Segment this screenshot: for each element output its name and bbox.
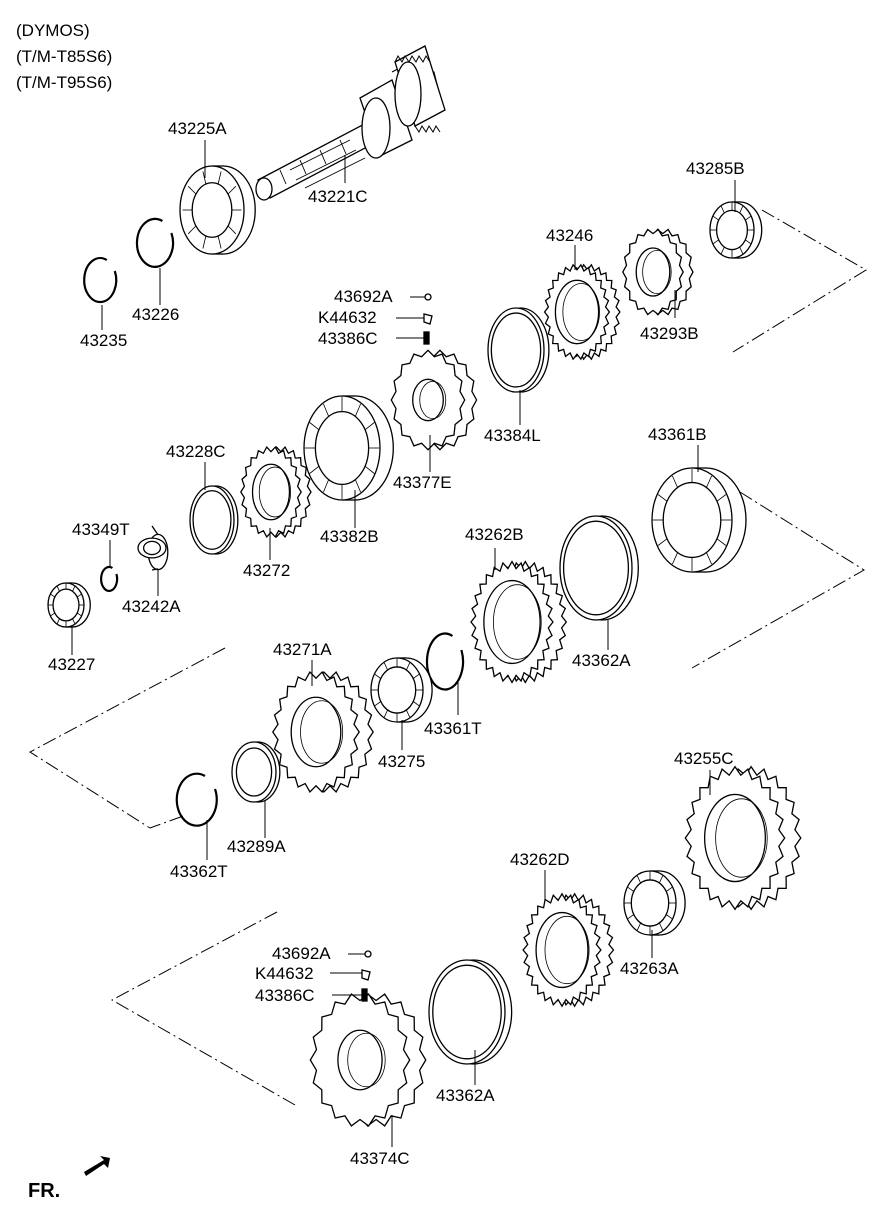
label-43386C-top: 43386C <box>318 329 378 348</box>
snap-ring-43226 <box>135 217 175 268</box>
synchro-43272 <box>240 445 312 539</box>
snap-ring-43362T <box>175 772 218 827</box>
label-43275: 43275 <box>378 752 426 771</box>
label-43349T: 43349T <box>72 520 130 539</box>
hub-43377E <box>390 349 478 451</box>
bearing-43263A <box>623 870 686 936</box>
label-43235: 43235 <box>80 331 128 350</box>
label-43293B: 43293B <box>640 324 699 343</box>
snap-ring-43235 <box>83 257 118 304</box>
header-line-1: (DYMOS) <box>16 21 90 40</box>
sleeve-43361B <box>651 467 747 573</box>
front-label: FR. <box>28 1180 61 1202</box>
washer-43349T <box>100 565 119 592</box>
label-43271A: 43271A <box>273 640 332 659</box>
label-43377E: 43377E <box>393 473 452 492</box>
synchro-ring-43262D <box>522 892 615 1008</box>
front-arrow-icon <box>84 1156 110 1176</box>
label-43226: 43226 <box>132 305 180 324</box>
bearing-43275 <box>370 657 433 723</box>
needle-bearing-43227 <box>47 582 91 628</box>
label-43289A: 43289A <box>227 837 286 856</box>
label-43362A-bot: 43362A <box>436 1086 495 1105</box>
label-43255C: 43255C <box>674 749 734 768</box>
label-43246: 43246 <box>546 226 594 245</box>
label-43361T: 43361T <box>424 719 482 738</box>
leader-lines <box>71 140 736 1147</box>
input-shaft <box>255 45 446 201</box>
ring-43362A-mid <box>559 515 639 621</box>
hub-43374C <box>309 993 427 1127</box>
label-43262B: 43262B <box>465 525 524 544</box>
sleeve-43382B <box>303 395 394 501</box>
ring-43228C <box>189 485 239 555</box>
snap-ring-43361T <box>425 632 465 691</box>
gear-43271A <box>272 671 374 793</box>
label-43272: 43272 <box>243 561 291 580</box>
label-43221C: 43221C <box>308 187 368 206</box>
label-43285B: 43285B <box>686 159 745 178</box>
label-43263A: 43263A <box>620 959 679 978</box>
label-K44632-bot: K44632 <box>255 964 314 983</box>
label-43362A-mid: 43362A <box>572 651 631 670</box>
label-43262D: 43262D <box>510 850 570 869</box>
header-line-3: (T/M-T95S6) <box>16 73 113 92</box>
label-43225A: 43225A <box>168 119 227 138</box>
gear-43293B <box>622 228 694 316</box>
header-line-2: (T/M-T85S6) <box>16 47 113 66</box>
bearing-43225A <box>179 165 256 255</box>
label-43386C-bot: 43386C <box>255 986 315 1005</box>
label-43361B: 43361B <box>648 425 707 444</box>
synchro-ring-43246 <box>543 263 621 361</box>
label-43692A-top: 43692A <box>334 287 393 306</box>
needle-bearing-43285B <box>709 201 763 259</box>
label-43227: 43227 <box>48 655 96 674</box>
gear-43255C <box>684 765 802 911</box>
label-K44632-top: K44632 <box>318 308 377 327</box>
synchro-ring-43384L <box>487 307 550 393</box>
ring-43289A <box>231 741 281 803</box>
label-43362T: 43362T <box>170 862 228 881</box>
synchro-ring-43262B <box>470 560 568 684</box>
ring-43362A-bot <box>428 959 513 1065</box>
collar-43242A <box>137 525 169 571</box>
label-43382B: 43382B <box>320 527 379 546</box>
label-43242A: 43242A <box>122 597 181 616</box>
label-43374C: 43374C <box>350 1149 410 1168</box>
detent-pins <box>361 293 433 1002</box>
label-43384L: 43384L <box>484 426 541 445</box>
label-43228C: 43228C <box>166 442 226 461</box>
label-43692A-bot: 43692A <box>272 944 331 963</box>
reference-lines <box>29 209 867 1106</box>
